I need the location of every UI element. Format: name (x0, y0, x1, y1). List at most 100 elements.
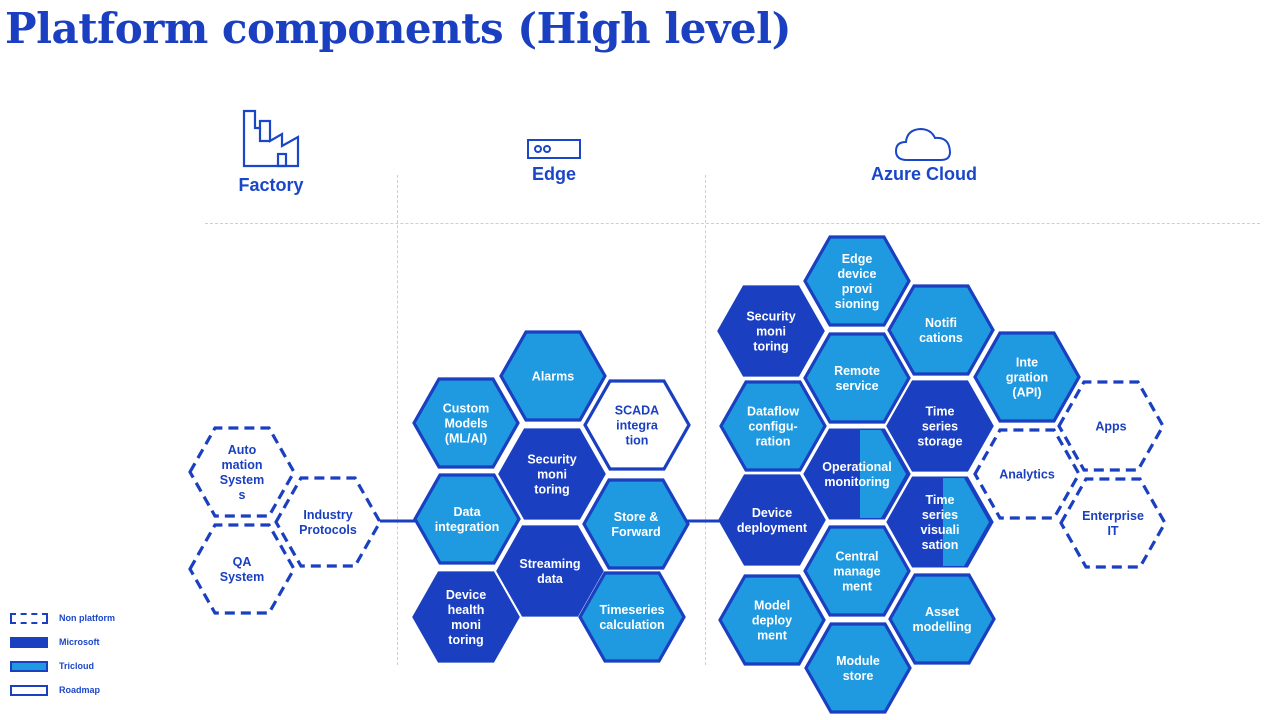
component-hex-device-health-monitoring (412, 571, 520, 663)
legend-label-roadmap: Roadmap (59, 685, 101, 695)
legend-swatch-roadmap (10, 684, 48, 696)
factory-icon (242, 109, 300, 168)
component-label-store-forward: Store &Forward (611, 510, 660, 539)
component-hex-notifications (887, 284, 995, 376)
component-hex-scada-integration (583, 379, 691, 471)
zone-label-factory: Factory (238, 175, 304, 195)
zone-label-cloud: Azure Cloud (871, 164, 977, 184)
component-hex-industry-protocols (274, 476, 382, 568)
component-analytics: Analytics (973, 428, 1081, 520)
zone-label-edge: Edge (531, 164, 576, 184)
component-hex-dataflow-configuration (719, 380, 827, 472)
component-hex-timeseries-calculation (578, 571, 686, 663)
legend-item-non-platform: Non platform (10, 606, 115, 630)
component-alarms: Alarms (499, 330, 607, 422)
legend-item-roadmap: Roadmap (10, 678, 115, 702)
component-hex-apps (1057, 380, 1165, 472)
component-hex-central-management (803, 525, 911, 617)
legend: Non platform Microsoft Tricloud Roadmap (10, 606, 115, 702)
legend-label-non-platform: Non platform (59, 613, 115, 623)
component-hex-time-series-storage (886, 380, 994, 472)
component-store-forward: Store &Forward (582, 478, 690, 570)
component-label-apps: Apps (1095, 420, 1126, 434)
component-hex-edge-security-monitoring (498, 428, 606, 520)
component-hex-qa-system (188, 523, 296, 615)
component-hex-enterprise-it (1059, 477, 1167, 569)
legend-swatch-non-platform (10, 612, 48, 624)
component-apps: Apps (1057, 380, 1165, 472)
legend-swatch-tricloud (10, 660, 48, 672)
component-hex-automation-systems (188, 426, 296, 518)
component-label-analytics: Analytics (999, 468, 1055, 482)
legend-swatch-microsoft (10, 636, 48, 648)
component-hex-analytics (973, 428, 1081, 520)
component-label-alarms: Alarms (532, 370, 574, 384)
legend-item-microsoft: Microsoft (10, 630, 115, 654)
component-hex-model-deployment (718, 574, 826, 666)
edge-device-icon (527, 139, 581, 159)
component-hex-integration-api (973, 331, 1081, 423)
legend-label-tricloud: Tricloud (59, 661, 95, 671)
component-hex-store-forward (582, 478, 690, 570)
component-hex-alarms (499, 330, 607, 422)
component-hex-streaming-data (496, 525, 604, 617)
zone-divider-factory-edge (397, 175, 398, 665)
page-title: Platform components (High level) (5, 4, 791, 53)
legend-item-tricloud: Tricloud (10, 654, 115, 678)
zone-divider-horizontal (205, 223, 1260, 224)
component-hex-asset-modelling (888, 573, 996, 665)
component-hex-module-store (804, 622, 912, 714)
zone-divider-edge-cloud (705, 175, 706, 665)
component-hex-custom-models (412, 377, 520, 469)
component-hex-cloud-security-monitoring (717, 285, 825, 377)
legend-label-microsoft: Microsoft (59, 637, 100, 647)
component-hex-device-deployment (718, 474, 826, 566)
